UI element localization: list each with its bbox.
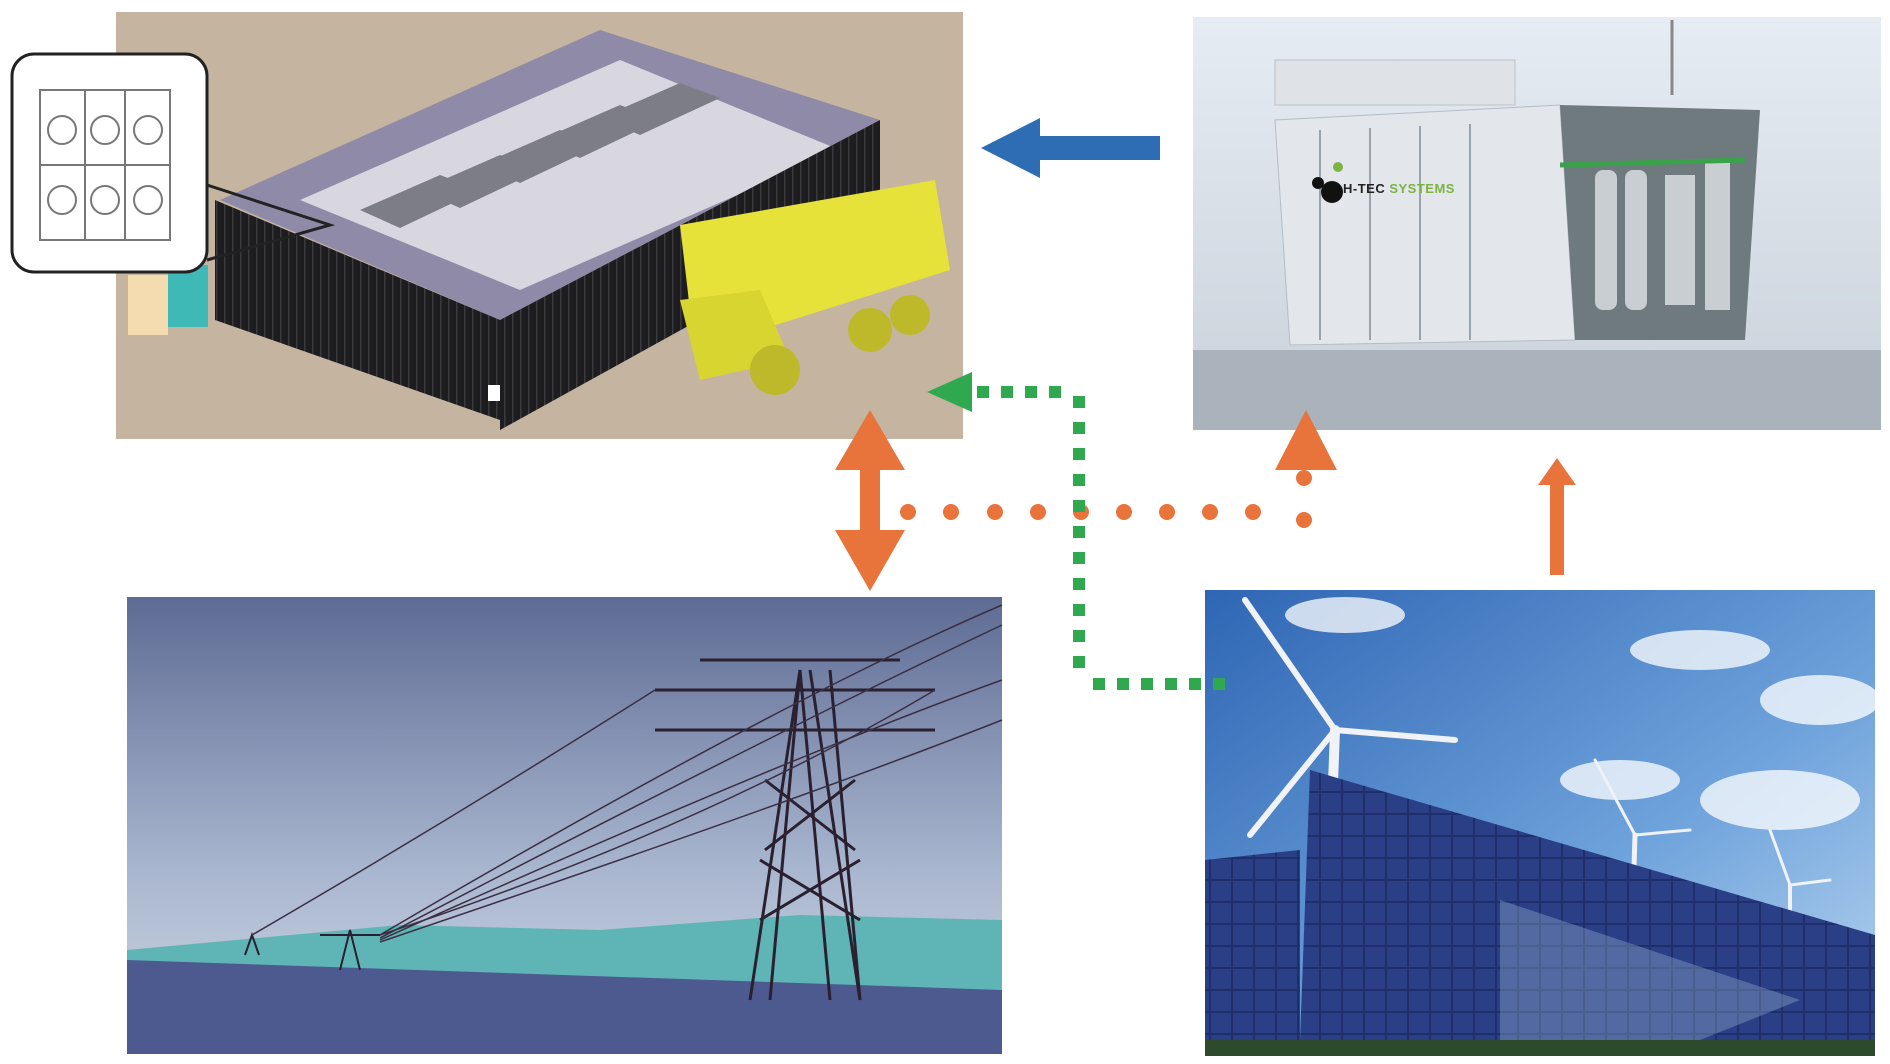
green-dotted-flow <box>927 372 1225 690</box>
power-grid-panel <box>127 597 1003 1054</box>
solar-panel-array <box>1300 770 1875 1040</box>
electrolyser-panel <box>1193 17 1881 430</box>
h-tec-logo-text: H-TEC SYSTEMS <box>1343 181 1455 196</box>
renewables-panel <box>1205 590 1880 1056</box>
module-callout <box>10 52 209 274</box>
transmission-tower-icon <box>655 658 935 1001</box>
mine-facility-panel <box>10 12 963 439</box>
hydrogen-flow-arrow <box>981 118 1160 178</box>
grid-bidirectional-arrow <box>835 410 905 591</box>
renewables-up-arrow <box>1538 458 1576 575</box>
